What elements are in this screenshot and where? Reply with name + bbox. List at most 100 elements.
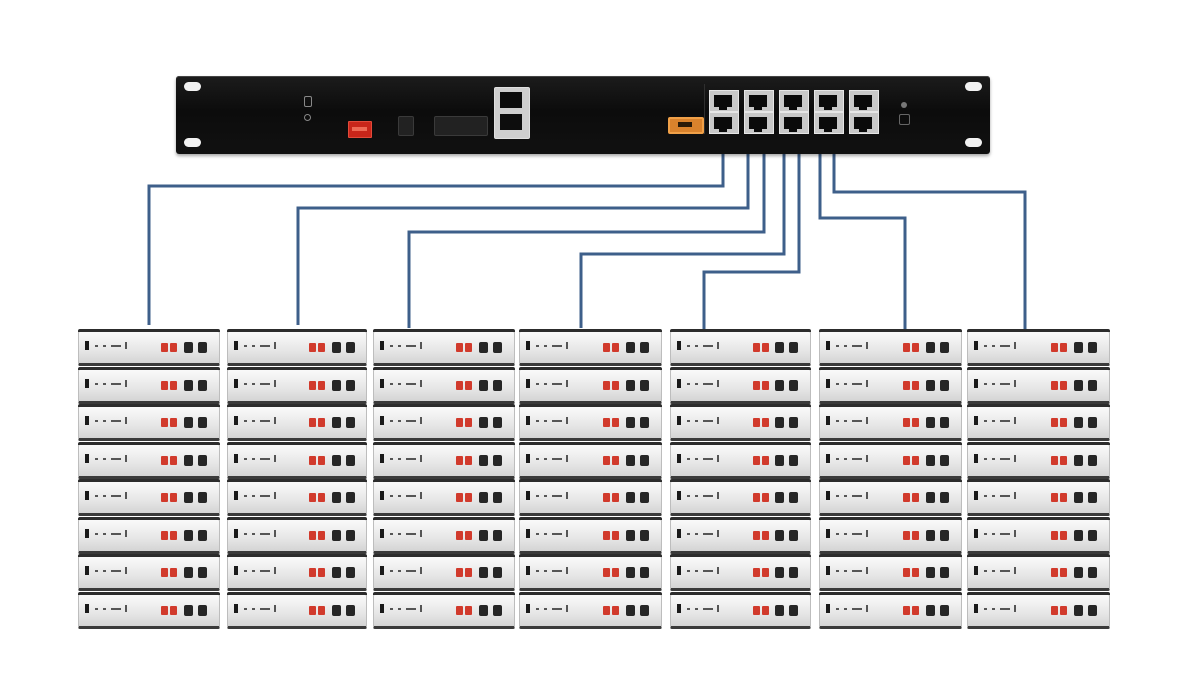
module-comm-port[interactable] xyxy=(184,454,194,466)
module-comm-port[interactable] xyxy=(775,454,785,466)
module-comm-port[interactable] xyxy=(184,342,194,353)
module-comm-port[interactable] xyxy=(789,604,799,616)
rj45-port-1-lower[interactable] xyxy=(709,112,739,134)
module-comm-port[interactable] xyxy=(198,567,208,578)
module-comm-port[interactable] xyxy=(345,567,355,578)
rj45-port-1[interactable] xyxy=(709,90,739,112)
module-comm-port[interactable] xyxy=(639,529,649,541)
module-comm-port[interactable] xyxy=(925,529,935,541)
module-comm-port[interactable] xyxy=(775,342,785,353)
module-comm-port[interactable] xyxy=(345,492,355,503)
module-comm-port[interactable] xyxy=(479,567,489,578)
module-comm-port[interactable] xyxy=(925,567,935,578)
module-comm-port[interactable] xyxy=(1073,604,1083,616)
module-comm-port[interactable] xyxy=(939,567,949,578)
module-comm-port[interactable] xyxy=(479,529,489,541)
module-comm-port[interactable] xyxy=(198,529,208,541)
module-comm-port[interactable] xyxy=(331,529,341,541)
module-comm-port[interactable] xyxy=(198,492,208,503)
module-comm-port[interactable] xyxy=(479,492,489,503)
module-comm-port[interactable] xyxy=(493,379,503,391)
module-comm-port[interactable] xyxy=(625,417,635,428)
module-comm-port[interactable] xyxy=(184,417,194,428)
module-comm-port[interactable] xyxy=(939,492,949,503)
module-comm-port[interactable] xyxy=(1087,567,1097,578)
module-comm-port[interactable] xyxy=(1087,529,1097,541)
module-comm-port[interactable] xyxy=(625,379,635,391)
module-comm-port[interactable] xyxy=(775,417,785,428)
module-comm-port[interactable] xyxy=(789,529,799,541)
power-switch[interactable] xyxy=(304,96,312,107)
module-comm-port[interactable] xyxy=(479,342,489,353)
module-comm-port[interactable] xyxy=(345,342,355,353)
module-comm-port[interactable] xyxy=(625,454,635,466)
module-comm-port[interactable] xyxy=(775,379,785,391)
module-comm-port[interactable] xyxy=(789,417,799,428)
module-comm-port[interactable] xyxy=(939,454,949,466)
module-comm-port[interactable] xyxy=(331,492,341,503)
module-comm-port[interactable] xyxy=(939,379,949,391)
module-comm-port[interactable] xyxy=(789,454,799,466)
module-comm-port[interactable] xyxy=(925,342,935,353)
module-comm-port[interactable] xyxy=(198,604,208,616)
module-comm-port[interactable] xyxy=(1087,342,1097,353)
module-comm-port[interactable] xyxy=(493,567,503,578)
reset-switch[interactable] xyxy=(304,114,311,121)
module-comm-port[interactable] xyxy=(1073,417,1083,428)
module-comm-port[interactable] xyxy=(479,604,489,616)
module-comm-port[interactable] xyxy=(345,417,355,428)
rj45-port-4[interactable] xyxy=(814,90,844,112)
rj45-port-5[interactable] xyxy=(849,90,879,112)
module-comm-port[interactable] xyxy=(479,379,489,391)
module-comm-port[interactable] xyxy=(1073,567,1083,578)
module-comm-port[interactable] xyxy=(625,604,635,616)
module-comm-port[interactable] xyxy=(789,342,799,353)
module-comm-port[interactable] xyxy=(1073,529,1083,541)
module-comm-port[interactable] xyxy=(184,492,194,503)
module-comm-port[interactable] xyxy=(331,604,341,616)
small-port[interactable] xyxy=(398,116,414,136)
module-comm-port[interactable] xyxy=(198,454,208,466)
rj45-port-3-lower[interactable] xyxy=(779,112,809,134)
module-comm-port[interactable] xyxy=(479,454,489,466)
module-comm-port[interactable] xyxy=(925,417,935,428)
module-comm-port[interactable] xyxy=(639,342,649,353)
module-comm-port[interactable] xyxy=(331,379,341,391)
module-comm-port[interactable] xyxy=(345,454,355,466)
rj45-port-5-lower[interactable] xyxy=(849,112,879,134)
module-comm-port[interactable] xyxy=(625,529,635,541)
module-comm-port[interactable] xyxy=(184,529,194,541)
module-comm-port[interactable] xyxy=(198,417,208,428)
module-comm-port[interactable] xyxy=(331,342,341,353)
module-comm-port[interactable] xyxy=(1073,342,1083,353)
rj45-port-3[interactable] xyxy=(779,90,809,112)
module-comm-port[interactable] xyxy=(1073,492,1083,503)
dip-switch[interactable] xyxy=(348,121,372,138)
module-comm-port[interactable] xyxy=(331,567,341,578)
module-comm-port[interactable] xyxy=(939,529,949,541)
module-comm-port[interactable] xyxy=(493,529,503,541)
module-comm-port[interactable] xyxy=(639,379,649,391)
module-comm-port[interactable] xyxy=(939,417,949,428)
module-comm-port[interactable] xyxy=(331,454,341,466)
module-comm-port[interactable] xyxy=(345,604,355,616)
module-comm-port[interactable] xyxy=(493,454,503,466)
module-comm-port[interactable] xyxy=(639,417,649,428)
module-comm-port[interactable] xyxy=(331,417,341,428)
module-comm-port[interactable] xyxy=(493,417,503,428)
module-comm-port[interactable] xyxy=(345,379,355,391)
module-comm-port[interactable] xyxy=(625,492,635,503)
module-comm-port[interactable] xyxy=(925,492,935,503)
module-comm-port[interactable] xyxy=(184,567,194,578)
module-comm-port[interactable] xyxy=(1087,454,1097,466)
module-comm-port[interactable] xyxy=(1087,492,1097,503)
module-comm-port[interactable] xyxy=(345,529,355,541)
module-comm-port[interactable] xyxy=(184,379,194,391)
module-comm-port[interactable] xyxy=(1087,417,1097,428)
module-comm-port[interactable] xyxy=(493,342,503,353)
module-comm-port[interactable] xyxy=(1073,379,1083,391)
module-comm-port[interactable] xyxy=(939,342,949,353)
module-comm-port[interactable] xyxy=(789,379,799,391)
module-comm-port[interactable] xyxy=(493,604,503,616)
module-comm-port[interactable] xyxy=(625,567,635,578)
